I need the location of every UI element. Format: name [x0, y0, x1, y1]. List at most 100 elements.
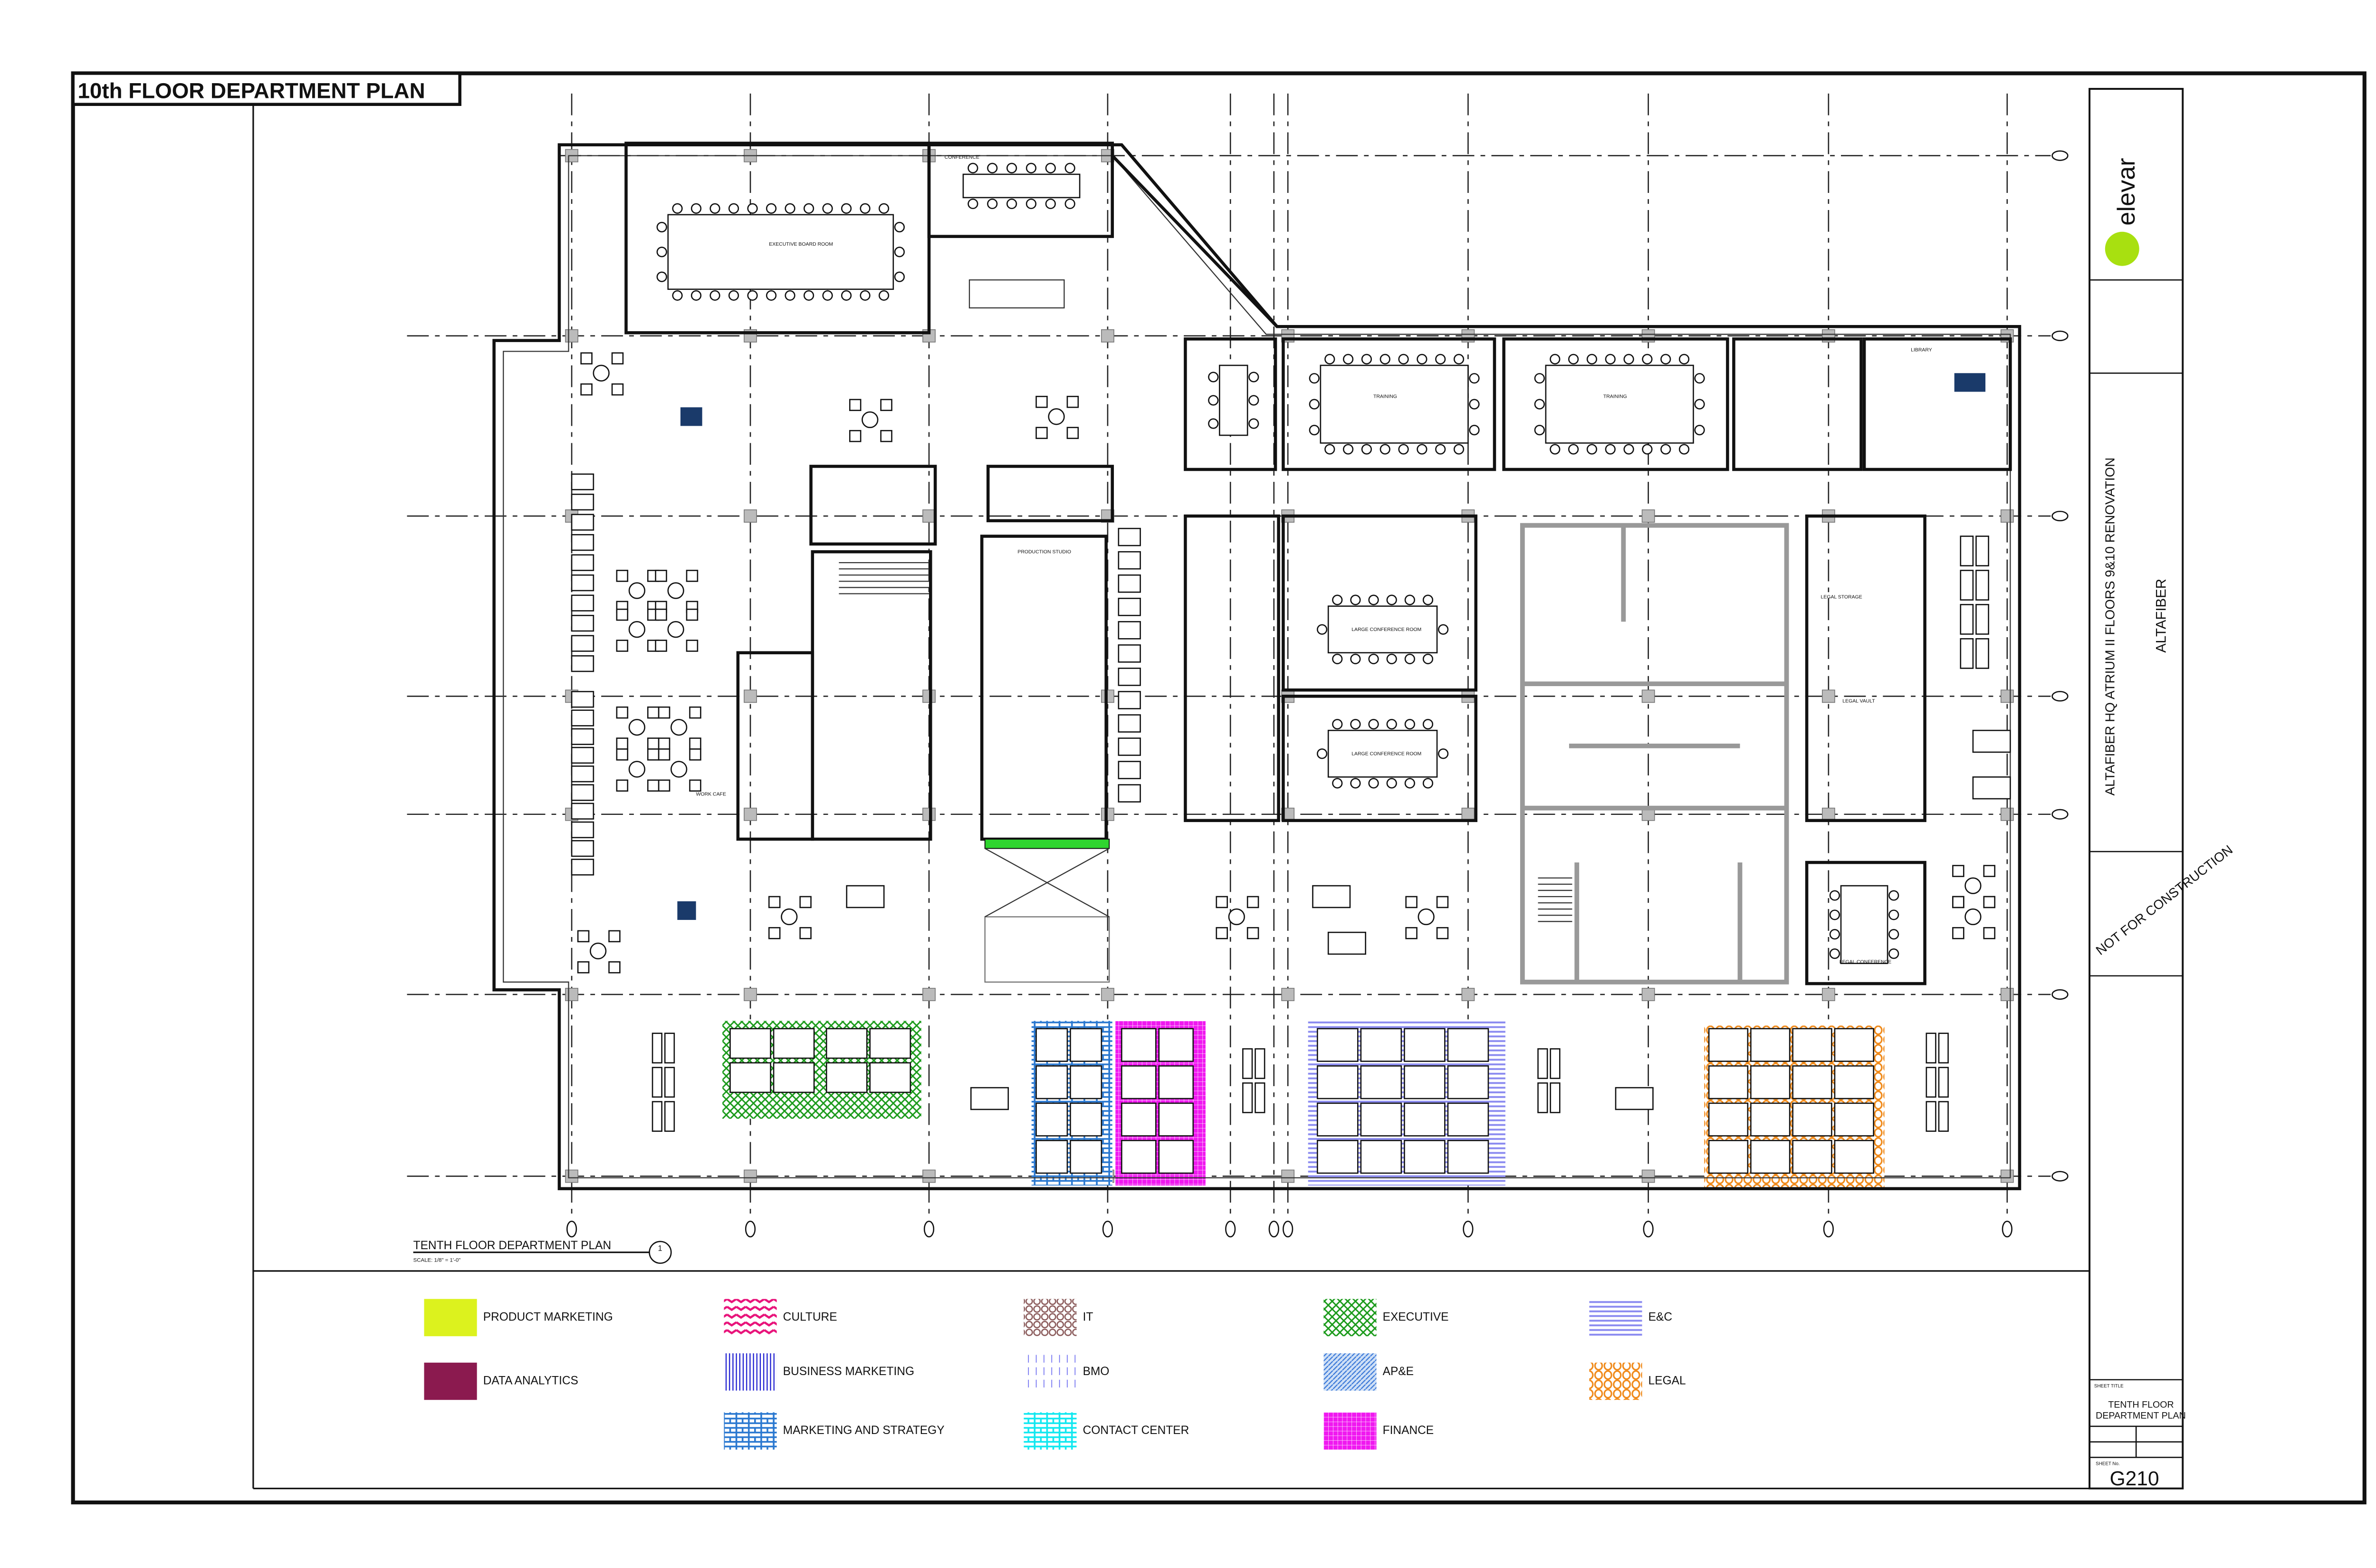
building-shell [492, 142, 2022, 1190]
structural-column [565, 988, 578, 1001]
workstation [1792, 1065, 1832, 1100]
legend-item-product-marketing: PRODUCT MARKETING [424, 1299, 613, 1337]
lounge-seating [768, 896, 812, 939]
workstation [1537, 1082, 1548, 1113]
legend-label: CULTURE [783, 1311, 837, 1324]
workstation [1317, 1139, 1359, 1174]
lounge-chair [677, 901, 696, 920]
lounge-seating [658, 706, 701, 750]
structural-column [1641, 988, 1655, 1001]
sofa [1312, 885, 1351, 908]
structural-column [565, 1169, 578, 1183]
booth [1118, 714, 1141, 733]
room-label-production-studio: PRODUCTION STUDIO [1017, 550, 1071, 555]
structural-column [2000, 988, 2014, 1001]
sofa [846, 885, 885, 908]
workstation [1834, 1102, 1874, 1137]
workstation [664, 1033, 675, 1064]
legend-swatch [1589, 1362, 1642, 1400]
room-label-conference: CONFERENCE [945, 155, 979, 160]
workstation [1158, 1102, 1194, 1137]
booth [1118, 737, 1141, 756]
workstation [1975, 604, 1989, 635]
workstation [1447, 1102, 1489, 1137]
workstation [1404, 1065, 1446, 1100]
workstation [1792, 1028, 1832, 1062]
workstation [664, 1067, 675, 1098]
booth [571, 728, 594, 745]
structural-column [1821, 988, 1835, 1001]
grid-bubble [2051, 150, 2069, 161]
conference-table [962, 163, 1081, 210]
workstation [1926, 1067, 1936, 1098]
sheet-border [71, 71, 2366, 1505]
booth [1118, 761, 1141, 779]
legend-swatch [724, 1353, 777, 1391]
legend-swatch [1589, 1299, 1642, 1337]
lounge-seating [655, 608, 699, 652]
workstation [1317, 1065, 1359, 1100]
booth [571, 514, 594, 531]
structural-column [1821, 807, 1835, 821]
booth [1118, 784, 1141, 803]
structural-column [744, 1169, 757, 1183]
booth [1118, 644, 1141, 663]
workstation [1317, 1028, 1359, 1062]
legend-item-ap-e: AP&E [1323, 1353, 1414, 1391]
workstation [1926, 1033, 1936, 1064]
grid-bubble [2051, 989, 2069, 1000]
structural-column [1461, 807, 1475, 821]
workstation [1750, 1102, 1791, 1137]
workstation [1960, 638, 1974, 669]
grid-bubble [2051, 510, 2069, 522]
structural-column [922, 1169, 936, 1183]
booth [571, 859, 594, 876]
workstation [1926, 1101, 1936, 1132]
legend-swatch [724, 1412, 777, 1450]
construction-stamp: NOT FOR CONSTRUCTION [2093, 842, 2235, 957]
client-name: ALTAFIBER [2153, 579, 2169, 653]
lounge-seating [577, 930, 621, 974]
room-labels: EXECUTIVE BOARD ROOM CONFERENCE TRAINING… [696, 155, 1932, 965]
workstation [1035, 1139, 1068, 1174]
department-legend: PRODUCT MARKETING DATA ANALYTICS CULTURE BU… [424, 1299, 1686, 1450]
grid-bubble [745, 1220, 756, 1238]
library-furniture [1954, 373, 1986, 392]
legend-label: LEGAL [1648, 1375, 1686, 1387]
project-name: ALTAFIBER HQ ATRIUM II FLOORS 9&10 RENOV… [2102, 458, 2117, 796]
workstation [651, 1067, 662, 1098]
workstation [1975, 570, 1989, 601]
legend-item-data-analytics: DATA ANALYTICS [424, 1362, 578, 1400]
workstation [1960, 535, 1974, 566]
lounge-seating [1035, 396, 1079, 439]
legend-item-it: IT [1024, 1299, 1093, 1337]
conference-table [1208, 364, 1259, 436]
booth [1118, 527, 1141, 546]
conference-table [1309, 354, 1480, 455]
booth [571, 821, 594, 839]
booth [571, 473, 594, 490]
workstation [1750, 1139, 1791, 1174]
workstation [1960, 570, 1974, 601]
grid-bubble [1268, 1220, 1279, 1238]
booth [1118, 691, 1141, 709]
detail-bubble [649, 1241, 672, 1264]
workstation [1070, 1065, 1102, 1100]
sofa [970, 1087, 1009, 1110]
workstation [1938, 1101, 1949, 1132]
workstation [869, 1028, 911, 1059]
workstation [1317, 1102, 1359, 1137]
workstation [773, 1028, 815, 1059]
sheet-title-line-2: DEPARTMENT PLAN [2096, 1410, 2186, 1421]
structural-column [1641, 1169, 1655, 1183]
sheet-title-line-1: TENTH FLOOR [2108, 1400, 2174, 1410]
structural-column [2000, 689, 2014, 703]
legend-label: BUSINESS MARKETING [783, 1365, 914, 1378]
structural-column [922, 988, 936, 1001]
booth [571, 574, 594, 592]
booth [571, 635, 594, 652]
workstation [1242, 1048, 1253, 1079]
room-label-training-1: TRAINING [1373, 394, 1397, 400]
sheet-title-tag: 10th FLOOR DEPARTMENT PLAN [77, 79, 425, 103]
room-label-executive-board: EXECUTIVE BOARD ROOM [769, 242, 833, 247]
